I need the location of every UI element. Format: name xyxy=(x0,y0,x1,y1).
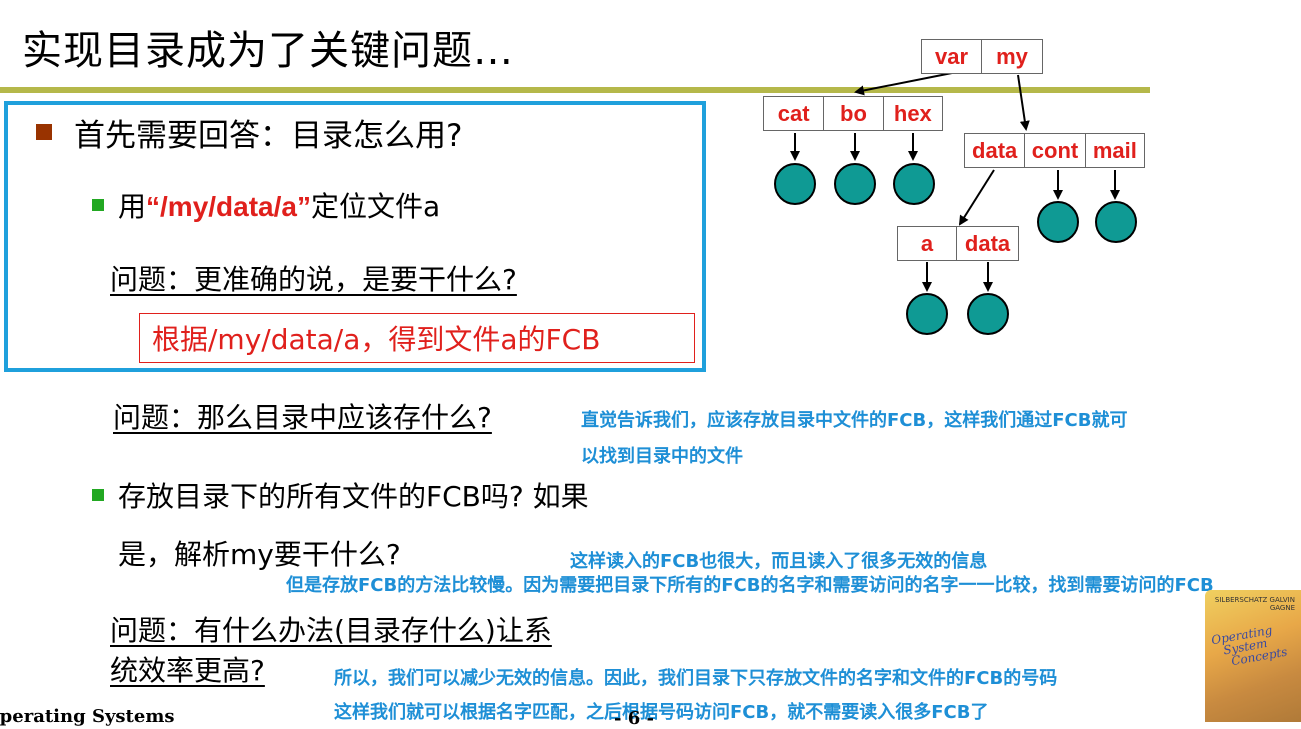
dir-entry: mail xyxy=(1092,137,1137,163)
bullet-square-icon xyxy=(92,489,104,501)
bullet-square-icon xyxy=(36,124,52,140)
question-precise: 问题：更准确的说，是要干什么? xyxy=(110,263,517,296)
store-all-line-1: 存放目录下的所有文件的FCB吗? 如果 xyxy=(118,480,589,513)
dir-entry: data xyxy=(965,134,1026,167)
question-main: 首先需要回答：目录怎么用? xyxy=(74,118,463,154)
use-path: “/my/data/a” xyxy=(146,191,311,222)
use-prefix: 用 xyxy=(118,190,147,223)
answer-box xyxy=(139,313,695,363)
file-node xyxy=(967,293,1009,335)
title-divider xyxy=(0,87,1150,93)
file-node xyxy=(1095,201,1137,243)
store-all-line-2: 是，解析my要干什么? xyxy=(118,538,401,571)
note-big: 这样读入的FCB也很大，而且读入了很多无效的信息 xyxy=(570,551,988,572)
note-slow: 但是存放FCB的方法比较慢。因为需要把目录下所有的FCB的名字和需要访问的名字一… xyxy=(286,575,1214,596)
note-store-2: 以找到目录中的文件 xyxy=(581,446,743,467)
file-node xyxy=(893,163,935,205)
file-node xyxy=(774,163,816,205)
dir-entry: bo xyxy=(824,97,884,130)
dir-node-my: data cont mail xyxy=(964,133,1145,168)
dir-entry: var xyxy=(922,40,983,73)
use-path-line: 用“/my/data/a”定位文件a xyxy=(118,185,440,225)
note-store-1: 直觉告诉我们，应该存放目录中文件的FCB，这样我们通过FCB就可 xyxy=(581,410,1128,431)
dir-entry: my xyxy=(996,43,1028,69)
question-store: 问题：那么目录中应该存什么? xyxy=(113,401,492,434)
tree-arrow xyxy=(1017,74,1030,131)
page-title: 实现目录成为了关键问题… xyxy=(22,28,514,74)
dir-entry: cont xyxy=(1025,134,1086,167)
dir-entry: cat xyxy=(764,97,825,130)
tree-arrow xyxy=(854,72,953,96)
dir-entry: a xyxy=(898,227,958,260)
answer-fcb: 根据/my/data/a，得到文件a的FCB xyxy=(152,323,601,356)
dir-node-data: a data xyxy=(897,226,1019,261)
file-node xyxy=(906,293,948,335)
tree-arrow xyxy=(958,169,995,226)
note-reduce-2: 这样我们就可以根据名字匹配，之后根据号码访问FCB，就不需要读入很多FCB了 xyxy=(334,702,989,723)
note-reduce-1: 所以，我们可以减少无效的信息。因此，我们目录下只存放文件的名字和文件的FCB的号… xyxy=(334,668,1058,689)
dir-entry: data xyxy=(964,230,1011,256)
dir-node-root: var my xyxy=(921,39,1043,74)
dir-entry: hex xyxy=(893,100,932,126)
file-node xyxy=(1037,201,1079,243)
dir-node-var: cat bo hex xyxy=(763,96,943,131)
use-suffix: 定位文件a xyxy=(310,190,441,223)
question-efficient-1: 问题：有什么办法(目录存什么)让系 xyxy=(110,614,552,647)
question-efficient-2: 统效率更高? xyxy=(110,654,265,687)
bullet-square-icon xyxy=(92,199,104,211)
book-authors: SILBERSCHATZ GALVIN GAGNE xyxy=(1214,596,1295,612)
file-node xyxy=(834,163,876,205)
book-cover-image: SILBERSCHATZ GALVIN GAGNE Operating Syst… xyxy=(1205,590,1301,722)
highlight-frame xyxy=(4,101,706,372)
